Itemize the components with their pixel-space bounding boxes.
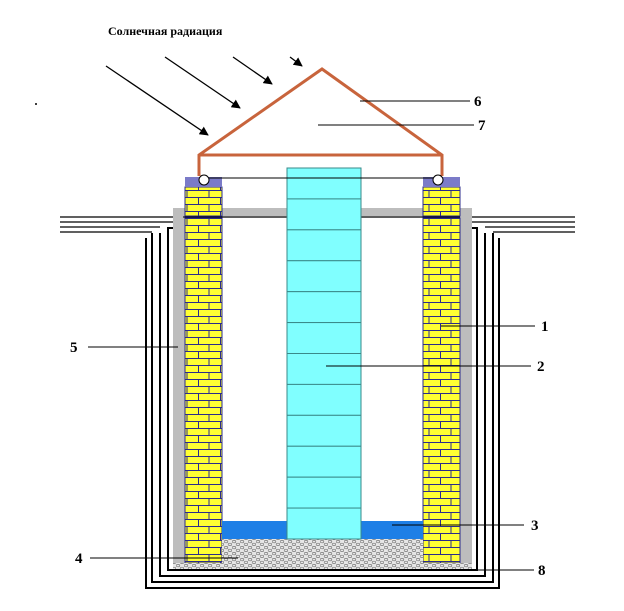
ice-column bbox=[286, 167, 362, 540]
radiation-arrow bbox=[289, 56, 303, 67]
ground-surface-left bbox=[60, 216, 173, 233]
radiation-arrow bbox=[232, 56, 273, 85]
ground-surface-right bbox=[472, 216, 575, 233]
ice-block bbox=[286, 322, 362, 354]
stray-dot bbox=[35, 103, 37, 105]
callout-5: 5 bbox=[70, 340, 78, 356]
callout-2: 2 bbox=[537, 359, 545, 375]
brick-wall-right bbox=[422, 217, 461, 564]
solar-radiation-arrows bbox=[105, 56, 303, 136]
melt-water-right bbox=[361, 521, 423, 539]
ice-block bbox=[286, 353, 362, 385]
ice-block bbox=[286, 260, 362, 293]
ice-block bbox=[286, 383, 362, 416]
brick-collar-right bbox=[422, 186, 461, 217]
callout-3: 3 bbox=[531, 518, 539, 534]
solar-radiation-caption: Солнечная радиация bbox=[108, 24, 223, 38]
ice-block bbox=[286, 445, 362, 478]
ice-block bbox=[286, 291, 362, 324]
roof-gable bbox=[197, 67, 444, 176]
pit-walls bbox=[145, 227, 500, 589]
radiation-arrow bbox=[164, 56, 241, 109]
gravel-base bbox=[173, 563, 472, 569]
callout-8: 8 bbox=[538, 563, 546, 579]
roof-hinge-left bbox=[198, 174, 210, 186]
brick-wall-left bbox=[184, 217, 223, 564]
ice-block bbox=[286, 476, 362, 509]
radiation-arrow bbox=[105, 65, 209, 136]
ice-block bbox=[286, 414, 362, 447]
ice-block bbox=[286, 229, 362, 262]
callout-7: 7 bbox=[478, 118, 486, 134]
gravel-bed bbox=[222, 539, 423, 563]
roof bbox=[197, 67, 444, 176]
callout-6: 6 bbox=[474, 94, 482, 110]
ice-block bbox=[286, 198, 362, 231]
roof-hinge-right bbox=[432, 174, 444, 186]
callout-1: 1 bbox=[541, 319, 549, 335]
ice-block bbox=[286, 167, 362, 200]
brick-collar-left bbox=[184, 186, 223, 217]
ice-block bbox=[286, 507, 362, 540]
callout-4: 4 bbox=[75, 551, 83, 567]
callout-leaders bbox=[88, 100, 535, 571]
melt-water-left bbox=[222, 521, 287, 539]
